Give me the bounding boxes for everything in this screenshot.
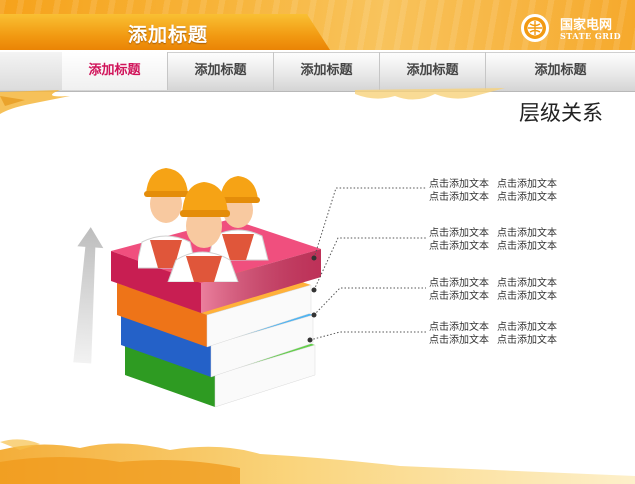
text-4a[interactable]: 点击添加文本 <box>429 322 489 333</box>
up-arrow-icon <box>73 227 104 364</box>
text-block-3: 点击添加文本点击添加文本 点击添加文本点击添加文本 <box>429 277 557 303</box>
title-tab <box>0 14 330 50</box>
nav-tab-1[interactable]: 添加标题 <box>62 52 168 90</box>
nav-tab-5[interactable]: 添加标题 <box>534 63 587 78</box>
section-title: 层级关系 <box>519 101 603 125</box>
text-block-4: 点击添加文本点击添加文本 点击添加文本点击添加文本 <box>429 321 557 347</box>
logo-english-name: STATE GRID <box>560 31 622 41</box>
text-1c[interactable]: 点击添加文本 <box>429 192 489 203</box>
text-1a[interactable]: 点击添加文本 <box>429 179 489 190</box>
nav-tab-4[interactable]: 添加标题 <box>380 52 486 90</box>
connector-lines <box>307 187 426 343</box>
text-2c[interactable]: 点击添加文本 <box>429 241 489 252</box>
nav-tab-3[interactable]: 添加标题 <box>274 52 380 90</box>
text-3c[interactable]: 点击添加文本 <box>429 291 489 302</box>
text-4d[interactable]: 点击添加文本 <box>497 335 557 346</box>
text-3d[interactable]: 点击添加文本 <box>497 291 557 302</box>
text-2b[interactable]: 点击添加文本 <box>497 228 557 239</box>
text-block-1: 点击添加文本点击添加文本 点击添加文本点击添加文本 <box>429 178 557 204</box>
text-1b[interactable]: 点击添加文本 <box>497 179 557 190</box>
logo-chinese-name: 国家电网 <box>560 18 613 33</box>
text-block-2: 点击添加文本点击添加文本 点击添加文本点击添加文本 <box>429 227 557 253</box>
text-3a[interactable]: 点击添加文本 <box>429 278 489 289</box>
workers-icon <box>138 168 269 282</box>
nav-bar-lead <box>0 52 63 90</box>
paint-splash-top-right <box>355 88 505 100</box>
nav-tab-2[interactable]: 添加标题 <box>168 52 274 90</box>
paint-splash-top <box>0 90 70 114</box>
text-2d[interactable]: 点击添加文本 <box>497 241 557 252</box>
text-2a[interactable]: 点击添加文本 <box>429 228 489 239</box>
footer-band <box>0 439 635 484</box>
text-3b[interactable]: 点击添加文本 <box>497 278 557 289</box>
text-4b[interactable]: 点击添加文本 <box>497 322 557 333</box>
text-1d[interactable]: 点击添加文本 <box>497 192 557 203</box>
text-4c[interactable]: 点击添加文本 <box>429 335 489 346</box>
page-title: 添加标题 <box>128 24 209 46</box>
state-grid-logo-icon <box>521 14 549 42</box>
